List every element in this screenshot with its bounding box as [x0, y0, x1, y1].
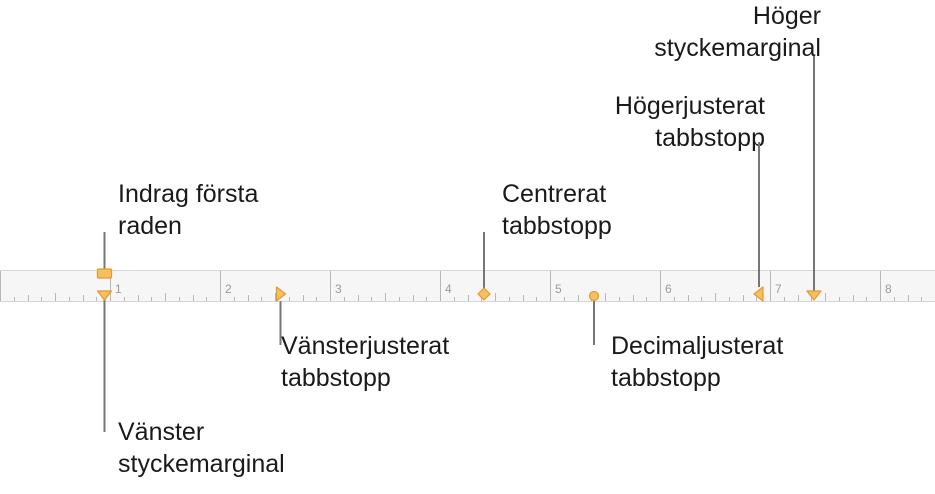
first-line-indent-marker[interactable]	[96, 268, 113, 279]
ruler-scale: 1 2 3 4 5 6 7 8	[0, 271, 922, 301]
callout-right-tab: Högerjusterat tabbstopp	[615, 90, 765, 154]
ruler-number: 2	[225, 282, 232, 296]
ruler-number: 6	[665, 282, 672, 296]
callout-left-tab-line2: tabbstopp	[281, 364, 391, 392]
callout-decimal-tab: Decimaljusterat tabbstopp	[611, 330, 783, 394]
callout-first-line-indent: Indrag första raden	[118, 178, 258, 242]
right-tab-marker[interactable]	[753, 286, 764, 302]
decimal-tab-marker[interactable]	[588, 290, 600, 302]
ruler-number: 1	[115, 282, 122, 296]
ruler-number: 4	[445, 282, 452, 296]
callout-right-indent-line1: Höger	[752, 2, 821, 30]
callout-left-tab: Vänsterjusterat tabbstopp	[281, 330, 449, 394]
ruler-number: 7	[775, 282, 782, 296]
ruler-number: 5	[555, 282, 562, 296]
ruler-number: 3	[335, 282, 342, 296]
callout-center-tab-line2: tabbstopp	[502, 212, 612, 240]
callout-center-tab-line1: Centrerat	[502, 180, 607, 208]
callout-first-line-indent-line1: Indrag första	[118, 180, 259, 208]
center-tab-marker[interactable]	[477, 287, 491, 301]
callout-left-tab-line1: Vänsterjusterat	[281, 332, 450, 360]
callout-left-indent-line1: Vänster	[118, 418, 205, 446]
callout-first-line-indent-line2: raden	[118, 212, 182, 240]
ruler: 1 2 3 4 5 6 7 8	[0, 270, 935, 302]
callout-decimal-tab-line2: tabbstopp	[611, 364, 721, 392]
ruler-number: 8	[885, 282, 892, 296]
callout-left-indent: Vänster styckemarginal	[118, 416, 285, 480]
left-indent-marker[interactable]	[96, 290, 113, 301]
callout-left-indent-line2: styckemarginal	[118, 450, 285, 478]
left-tab-marker[interactable]	[275, 286, 287, 302]
callout-right-tab-line1: Högerjusterat	[614, 92, 765, 120]
callout-right-indent: Höger styckemarginal	[654, 0, 821, 64]
callout-right-tab-line2: tabbstopp	[655, 124, 765, 152]
callout-center-tab: Centrerat tabbstopp	[502, 178, 612, 242]
callout-decimal-tab-line1: Decimaljusterat	[611, 332, 784, 360]
callout-right-indent-line2: styckemarginal	[654, 34, 821, 62]
right-indent-marker[interactable]	[806, 290, 822, 301]
